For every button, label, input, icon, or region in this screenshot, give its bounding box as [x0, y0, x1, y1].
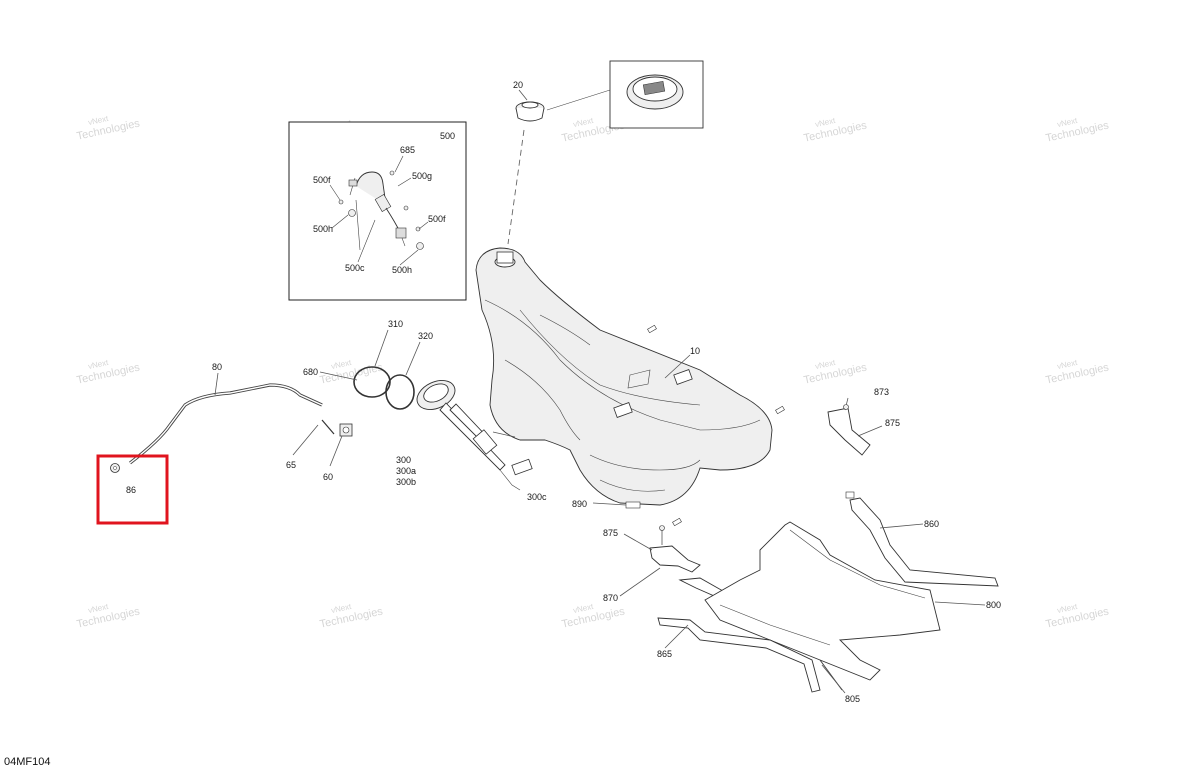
callout-890[interactable]: 890: [572, 499, 587, 509]
hose-connector-part-60[interactable]: [329, 423, 353, 467]
svg-text:vNext: vNext: [572, 602, 595, 615]
callout-800[interactable]: 800: [986, 600, 1001, 610]
callout-labels: 20 500 685 500f 500g 500f 500h 500c 500h…: [126, 80, 1001, 704]
rod-part-805[interactable]: [819, 659, 846, 694]
fuel-pump-part-300[interactable]: [412, 375, 533, 491]
bracket-part-875-upper[interactable]: [827, 397, 883, 456]
callout-300b[interactable]: 300b: [396, 477, 416, 487]
callout-500h[interactable]: 500h: [392, 265, 412, 275]
svg-text:vNext: vNext: [330, 602, 353, 615]
callout-870[interactable]: 870: [603, 593, 618, 603]
callout-20[interactable]: 20: [513, 80, 523, 90]
callout-875[interactable]: 875: [603, 528, 618, 538]
document-code: 04MF104: [4, 756, 51, 768]
svg-text:vNext: vNext: [572, 116, 595, 129]
svg-text:vNext: vNext: [87, 602, 110, 615]
fuel-cap-detail-inset[interactable]: [609, 60, 704, 129]
callout-500f[interactable]: 500f: [313, 175, 331, 185]
svg-text:vNext: vNext: [814, 116, 837, 129]
callout-805[interactable]: 805: [845, 694, 860, 704]
fuel-tank-part-10[interactable]: [475, 247, 773, 506]
svg-text:vNext: vNext: [1056, 602, 1079, 615]
callout-310[interactable]: 310: [388, 319, 403, 329]
callout-865[interactable]: 865: [657, 649, 672, 659]
callout-300a[interactable]: 300a: [396, 466, 416, 476]
callout-86[interactable]: 86: [126, 485, 136, 495]
callout-320[interactable]: 320: [418, 331, 433, 341]
callout-300c[interactable]: 300c: [527, 492, 547, 502]
callout-65[interactable]: 65: [286, 460, 296, 470]
svg-text:vNext: vNext: [87, 114, 110, 127]
washer-part-86[interactable]: [110, 463, 120, 473]
callout-500h[interactable]: 500h: [313, 224, 333, 234]
callout-500[interactable]: 500: [440, 131, 455, 141]
bracket-part-875-lower[interactable]: [623, 525, 701, 573]
fuel-cap-axis-line: [507, 129, 525, 245]
heat-shield-part-865[interactable]: [657, 617, 821, 693]
tank-small-fasteners: [592, 324, 785, 527]
callout-860[interactable]: 860: [924, 519, 939, 529]
callout-10[interactable]: 10: [690, 346, 700, 356]
fuel-cap-part-20[interactable]: [515, 89, 545, 122]
fuel-hose-part-80[interactable]: [129, 372, 323, 465]
svg-text:vNext: vNext: [330, 358, 353, 371]
pump-gaskets-310-320[interactable]: [319, 329, 421, 410]
callout-680[interactable]: 680: [303, 367, 318, 377]
svg-text:vNext: vNext: [814, 358, 837, 371]
screw-part-65[interactable]: [292, 419, 335, 456]
callout-60[interactable]: 60: [323, 472, 333, 482]
callout-873[interactable]: 873: [874, 387, 889, 397]
callout-80[interactable]: 80: [212, 362, 222, 372]
svg-text:vNext: vNext: [1056, 358, 1079, 371]
callout-500f[interactable]: 500f: [428, 214, 446, 224]
svg-text:vNext: vNext: [1056, 116, 1079, 129]
highlight-box: [96, 454, 169, 525]
callout-500g[interactable]: 500g: [412, 171, 432, 181]
callout-875[interactable]: 875: [885, 418, 900, 428]
svg-text:vNext: vNext: [87, 358, 110, 371]
callout-500c[interactable]: 500c: [345, 263, 365, 273]
heat-shield-part-860[interactable]: [845, 491, 999, 587]
skid-plate-part-800[interactable]: [704, 521, 986, 681]
fuel-cap-inset-leader: [546, 89, 611, 111]
fuel-line-kit-box-500[interactable]: [288, 121, 467, 301]
callout-300[interactable]: 300: [396, 455, 411, 465]
callout-685[interactable]: 685: [400, 145, 415, 155]
